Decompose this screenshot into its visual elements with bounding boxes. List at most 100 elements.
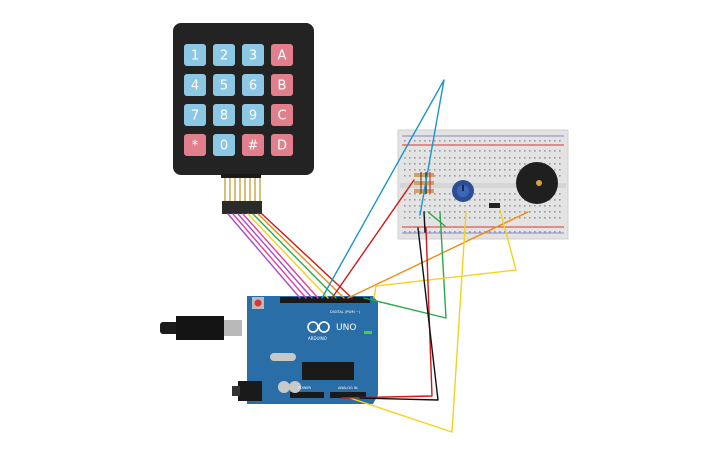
potentiometer[interactable] <box>452 180 474 202</box>
keypad-key[interactable] <box>242 74 264 96</box>
breadboard-hole <box>539 150 541 152</box>
breadboard-hole <box>419 211 421 213</box>
keypad-key[interactable] <box>213 104 235 126</box>
breadboard-hole <box>479 169 481 171</box>
keypad-ribbon-cable <box>224 178 261 202</box>
keypad-key[interactable] <box>184 44 206 66</box>
arduino-uno[interactable]: UNO ARDUINO DIGITAL (PWM ~) POWER ANALOG… <box>160 296 378 404</box>
wire-keypad-8[interactable] <box>261 213 353 299</box>
breadboard-hole <box>469 140 471 142</box>
keypad-key[interactable] <box>184 74 206 96</box>
breadboard-hole <box>559 193 561 195</box>
keypad-key[interactable] <box>271 104 293 126</box>
breadboard-hole <box>419 205 421 207</box>
wire-yellow-1[interactable] <box>373 209 517 299</box>
keypad-key[interactable] <box>242 104 264 126</box>
breadboard-hole <box>474 205 476 207</box>
usb-connector-metal <box>224 320 242 336</box>
wire-keypad-5[interactable] <box>247 213 329 299</box>
breadboard-hole <box>559 140 561 142</box>
breadboard-hole <box>474 217 476 219</box>
breadboard-hole <box>464 217 466 219</box>
breadboard-hole <box>414 193 416 195</box>
breadboard-hole <box>494 150 496 152</box>
piezo-buzzer[interactable] <box>516 162 558 204</box>
keypad-key-label: 6 <box>249 79 257 94</box>
breadboard-hole <box>534 211 536 213</box>
breadboard-hole <box>459 150 461 152</box>
breadboard-hole <box>509 211 511 213</box>
breadboard-hole <box>489 217 491 219</box>
breadboard-hole <box>489 193 491 195</box>
breadboard-hole <box>414 231 416 233</box>
breadboard-center-channel <box>400 183 566 188</box>
breadboard-hole <box>469 205 471 207</box>
wire-orange[interactable] <box>347 211 529 299</box>
breadboard-hole <box>479 150 481 152</box>
keypad-key[interactable] <box>184 104 206 126</box>
reset-button[interactable] <box>254 299 262 307</box>
breadboard-hole <box>404 217 406 219</box>
keypad-key[interactable] <box>213 44 235 66</box>
wire-keypad-6[interactable] <box>252 213 337 299</box>
breadboard-hole <box>469 231 471 233</box>
analog-label: ANALOG IN <box>338 386 358 390</box>
keypad-key[interactable] <box>271 134 293 156</box>
breadboard-hole <box>504 211 506 213</box>
breadboard-hole <box>514 157 516 159</box>
breadboard-hole <box>504 217 506 219</box>
keypad-key[interactable] <box>271 44 293 66</box>
breadboard-hole <box>484 211 486 213</box>
breadboard[interactable] <box>397 129 569 240</box>
breadboard-hole <box>404 231 406 233</box>
wire-blue[interactable] <box>321 79 445 299</box>
breadboard-hole <box>454 175 456 177</box>
wire-keypad-1[interactable] <box>227 213 301 299</box>
keypad-key[interactable] <box>213 134 235 156</box>
wire-keypad-4[interactable] <box>242 213 319 299</box>
breadboard-hole <box>499 163 501 165</box>
keypad-key[interactable] <box>242 134 264 156</box>
keypad-key-label: 1 <box>191 49 199 64</box>
breadboard-hole <box>439 199 441 201</box>
wire-keypad-3[interactable] <box>237 213 313 299</box>
breadboard-hole <box>494 157 496 159</box>
breadboard-hole <box>554 163 556 165</box>
breadboard-hole <box>499 231 501 233</box>
breadboard-hole <box>404 211 406 213</box>
breadboard-hole <box>519 199 521 201</box>
breadboard-hole <box>444 175 446 177</box>
breadboard-hole <box>439 175 441 177</box>
breadboard-hole <box>444 163 446 165</box>
keypad-key[interactable] <box>213 74 235 96</box>
keypad-key[interactable] <box>271 74 293 96</box>
breadboard-hole <box>434 140 436 142</box>
wire-yellow-2[interactable] <box>349 211 467 433</box>
breadboard-hole <box>444 205 446 207</box>
wire-ground[interactable] <box>359 227 439 401</box>
breadboard-hole <box>479 217 481 219</box>
breadboard-hole <box>449 205 451 207</box>
wire-bb-black[interactable] <box>423 211 426 233</box>
breadboard-hole <box>544 140 546 142</box>
breadboard-hole <box>469 157 471 159</box>
breadboard-hole <box>474 140 476 142</box>
breadboard-hole <box>539 211 541 213</box>
wire-green-1[interactable] <box>363 211 447 319</box>
breadboard-hole <box>529 140 531 142</box>
keypad-key[interactable] <box>184 134 206 156</box>
breadboard-hole <box>449 175 451 177</box>
wire-red-power[interactable] <box>341 227 433 399</box>
wire-green-2[interactable] <box>427 211 446 227</box>
breadboard-hole <box>489 175 491 177</box>
wire-red[interactable] <box>331 179 415 299</box>
breadboard-hole <box>434 205 436 207</box>
breadboard-hole <box>419 193 421 195</box>
keypad-key[interactable] <box>242 44 264 66</box>
breadboard-hole <box>509 199 511 201</box>
breadboard-hole <box>439 231 441 233</box>
breadboard-hole <box>424 150 426 152</box>
breadboard-hole <box>444 150 446 152</box>
wire-keypad-2[interactable] <box>232 213 307 299</box>
